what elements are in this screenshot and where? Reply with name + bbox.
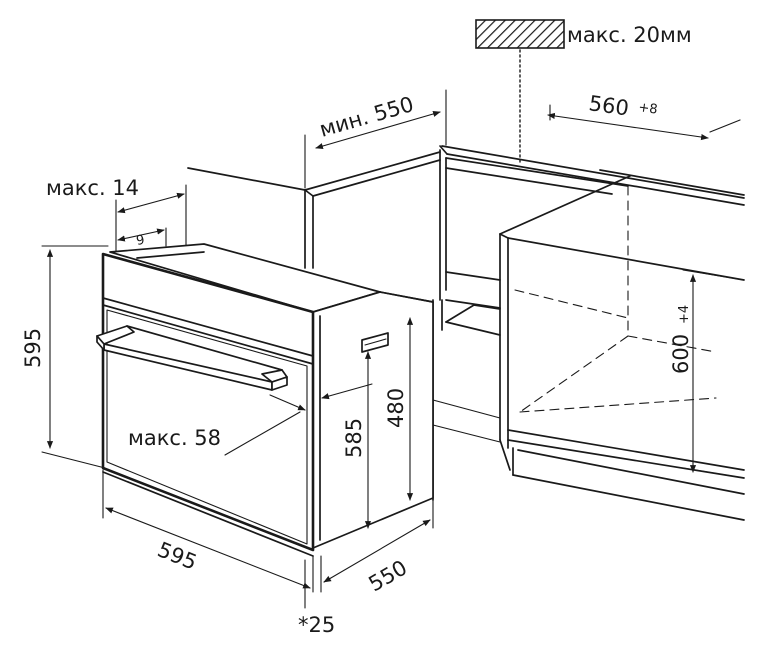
label-niche-height: 600 [669, 334, 693, 374]
dim-inner-height: 480 [384, 317, 414, 501]
label-niche-width-tol: +8 [637, 100, 658, 118]
label-handle-max: макс. 58 [128, 426, 221, 450]
dim-panel-max: макс. 14 [46, 176, 187, 253]
oven-handle [96, 325, 288, 391]
dim-min-width: мин. 550 [304, 89, 447, 189]
dim-panel-offset: 9 [117, 227, 167, 249]
cabinet-niche [187, 145, 745, 521]
label-panel-max: макс. 14 [46, 176, 139, 200]
dim-oven-height: 595 [21, 245, 109, 469]
label-oven-height: 595 [21, 328, 45, 368]
dim-niche-width: 560 +8 [547, 91, 741, 141]
label-note: *25 [298, 613, 335, 637]
label-niche-width: 560 [587, 91, 630, 120]
label-top-max: макс. 20мм [567, 23, 692, 47]
label-niche-height-tol: +4 [677, 305, 692, 324]
label-min-width: мин. 550 [317, 92, 417, 142]
dim-note: *25 [298, 559, 335, 637]
dim-niche-height: 600 +4 [669, 269, 745, 479]
label-oven-depth: 550 [365, 555, 412, 596]
label-inner-height: 480 [384, 388, 408, 428]
dim-handle-max: макс. 58 [128, 383, 373, 456]
label-body-height: 585 [342, 418, 366, 458]
oven-body [101, 243, 434, 557]
dim-body-height: 585 [342, 351, 372, 529]
label-panel-offset: 9 [135, 233, 146, 249]
label-oven-width: 595 [154, 537, 200, 574]
dim-top-max: макс. 20мм [475, 19, 692, 166]
